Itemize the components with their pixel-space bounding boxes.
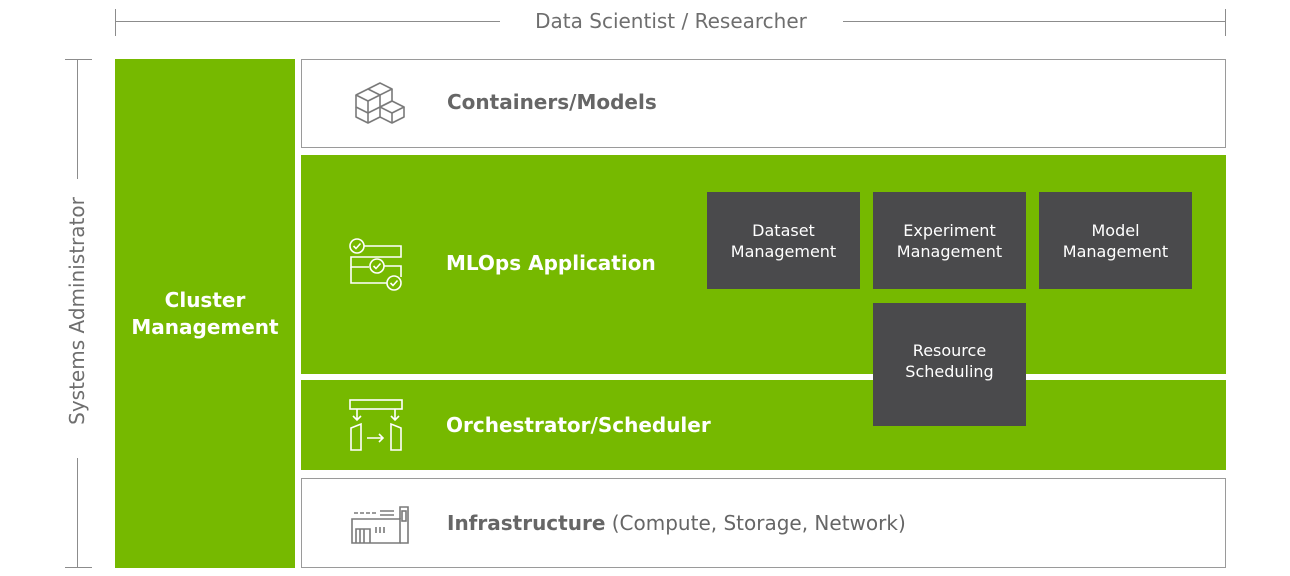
layer-containers: Containers/Models <box>301 59 1226 148</box>
cluster-label-line2: Management <box>131 314 279 339</box>
dataset-box-line1: Dataset <box>752 220 815 240</box>
side-bracket-line-bottom <box>77 458 78 568</box>
containers-label: Containers/Models <box>447 90 657 114</box>
dataset-box-line2: Management <box>730 241 837 261</box>
experiment-box-line1: Experiment <box>903 220 996 240</box>
cluster-management-label: Cluster Management <box>131 287 278 341</box>
top-bracket-line-left <box>115 21 500 22</box>
mlops-label: MLOps Application <box>446 251 656 275</box>
top-bracket-left-tick <box>115 9 116 36</box>
side-bracket-bottom-tick <box>65 567 92 568</box>
infrastructure-label-main: Infrastructure <box>447 511 606 535</box>
datacenter-icon <box>351 506 409 544</box>
side-bracket-line-top <box>77 59 78 179</box>
layer-orchestrator: Orchestrator/Scheduler <box>301 380 1226 470</box>
orchestrator-label: Orchestrator/Scheduler <box>446 413 711 437</box>
cluster-management-block: Cluster Management <box>115 59 295 568</box>
checklist-flow-icon <box>349 238 402 291</box>
infrastructure-label-suffix: (Compute, Storage, Network) <box>605 511 906 535</box>
side-bracket-top-tick <box>65 59 92 60</box>
resource-box-line1: Resource <box>912 340 987 360</box>
cluster-label-line1: Cluster <box>164 287 246 312</box>
side-axis-label: Systems Administrator <box>65 197 89 425</box>
model-box-line2: Management <box>1062 241 1169 261</box>
layer-infrastructure: Infrastructure (Compute, Storage, Networ… <box>301 478 1226 568</box>
scheduler-flow-icon <box>349 399 403 451</box>
top-axis-label: Data Scientist / Researcher <box>535 9 807 33</box>
top-bracket-line-right <box>843 21 1226 22</box>
cubes-icon <box>355 82 405 124</box>
model-box-line1: Model <box>1091 220 1140 240</box>
infrastructure-label: Infrastructure (Compute, Storage, Networ… <box>447 511 906 535</box>
top-bracket-right-tick <box>1225 9 1226 36</box>
resource-box-line2: Scheduling <box>905 361 994 381</box>
experiment-box-line2: Management <box>896 241 1003 261</box>
